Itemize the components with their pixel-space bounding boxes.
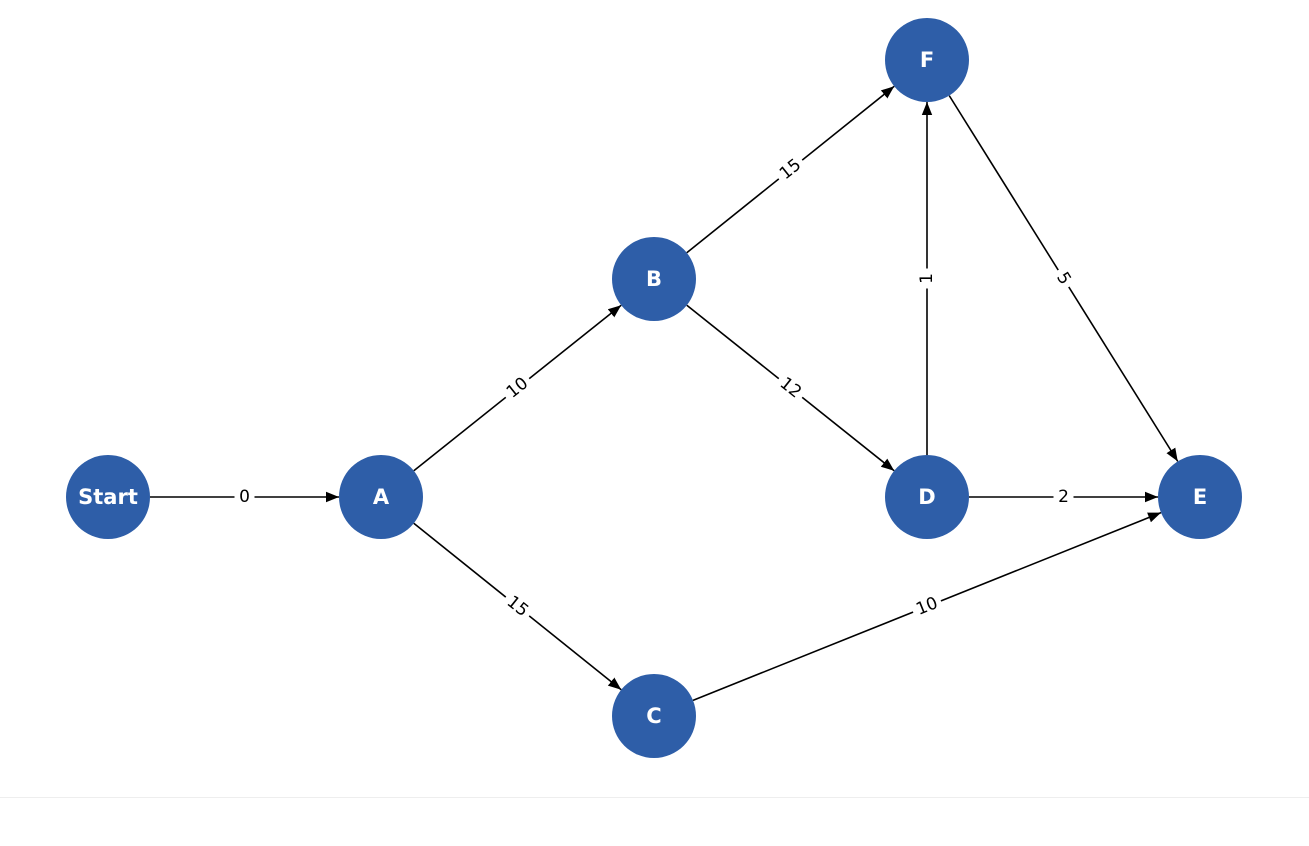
nodes-layer: Start A B C D E F — [66, 18, 1242, 758]
node-label: D — [918, 485, 935, 509]
node-c: C — [612, 674, 696, 758]
node-circle — [66, 455, 150, 539]
node-label: B — [646, 267, 662, 291]
node-circle — [1158, 455, 1242, 539]
node-start: Start — [66, 455, 150, 539]
node-circle — [612, 237, 696, 321]
node-e: E — [1158, 455, 1242, 539]
edge-label-start-a: 0 — [234, 487, 255, 507]
edge-label-d-f: 1 — [917, 268, 937, 289]
edge-weight: 2 — [1058, 487, 1069, 507]
edge-label-background — [772, 370, 809, 406]
edge-label-background — [234, 487, 255, 507]
node-b: B — [612, 237, 696, 321]
node-label: E — [1193, 485, 1207, 509]
node-circle — [885, 18, 969, 102]
edge-label-background — [917, 268, 937, 289]
edges-layer — [150, 85, 1179, 702]
node-circle — [339, 455, 423, 539]
node-label: F — [920, 48, 934, 72]
edge-label-background — [1049, 264, 1078, 293]
node-d: D — [885, 455, 969, 539]
edge-label-background — [499, 589, 536, 624]
edge-label-background — [1053, 487, 1074, 507]
edge-label-background — [909, 591, 945, 622]
edge-label-background — [772, 152, 809, 187]
node-circle — [612, 674, 696, 758]
edge-label-a-c: 15 — [499, 589, 536, 624]
node-a: A — [339, 455, 423, 539]
footer-divider — [0, 797, 1309, 798]
edge-label-a-b: 10 — [499, 370, 536, 406]
edge-weight: 1 — [917, 273, 937, 284]
edge-label-background — [499, 370, 536, 406]
edge-label-b-f: 15 — [772, 152, 809, 187]
node-label: C — [646, 704, 661, 728]
node-f: F — [885, 18, 969, 102]
node-circle — [885, 455, 969, 539]
node-label: A — [373, 485, 390, 509]
edge-label-c-e: 10 — [909, 591, 945, 622]
node-label: Start — [78, 485, 138, 509]
edge-label-d-e: 2 — [1053, 487, 1074, 507]
edge-weight: 0 — [239, 487, 250, 507]
edge-label-f-e: 5 — [1049, 264, 1078, 293]
edge-label-b-d: 12 — [772, 370, 809, 406]
